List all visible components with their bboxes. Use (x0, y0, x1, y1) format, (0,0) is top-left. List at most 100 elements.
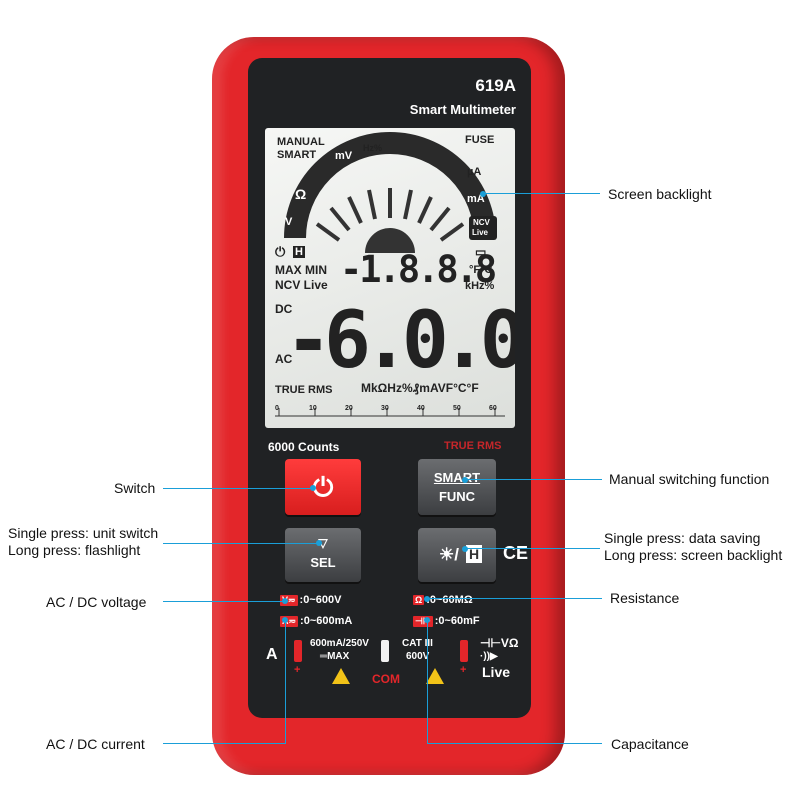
callout-long-press-flash: Long press: flashlight (8, 542, 141, 558)
auto-off-icon: ⏻ (275, 244, 286, 259)
lcd-hold: H (293, 246, 305, 258)
bargraph-hub (365, 228, 415, 253)
callout-long-press-backlight: Long press: screen backlight (604, 547, 783, 563)
com-jack[interactable] (381, 640, 389, 662)
line-manual (465, 479, 602, 480)
line-sel (163, 543, 318, 544)
bargraph-rays (315, 188, 465, 242)
callout-resistance: Resistance (610, 590, 680, 606)
lcd-true-rms: TRUE RMS (275, 384, 333, 396)
scale-tick-0: 0 (275, 405, 279, 412)
lcd-mv: mV (335, 150, 353, 162)
callout-manual-switching: Manual switching function (609, 471, 770, 487)
v-ohm-jack[interactable] (460, 640, 468, 662)
capacitance-tag: ⊣⊢ (413, 616, 433, 627)
func-label-3: Live (482, 664, 511, 680)
spec-capacitance: ⊣⊢:0~60mF (413, 615, 480, 627)
scale-tick-10: 10 (309, 405, 317, 412)
v-jack-plus: + (460, 664, 467, 676)
callout-acdc-current: AC / DC current (46, 736, 145, 752)
current-rating-2: ═MAX (320, 651, 350, 662)
voltage-tag: V≂ (280, 595, 298, 606)
ncv-badge: NCV Live (469, 216, 497, 240)
ncv-badge-top: NCV (473, 218, 490, 227)
battery-icon: ▭ (475, 245, 487, 259)
callout-screen-backlight: Screen backlight (608, 186, 712, 202)
dot-switch (310, 485, 316, 491)
dot-resistance (424, 596, 430, 602)
line-capacitance-v (427, 620, 428, 744)
spec-resistance: Ω:0~60MΩ (413, 594, 473, 606)
true-rms-label: TRUE RMS (444, 440, 502, 452)
dot-backlight-hold (462, 546, 468, 552)
warning-icon-left (332, 668, 350, 684)
callout-capacitance: Capacitance (611, 736, 689, 752)
callout-single-press-unit: Single press: unit switch (8, 525, 159, 541)
func-label-2: ·))▶ (480, 651, 498, 662)
warning-icon-right (426, 668, 444, 684)
model-label: 619A (475, 76, 516, 95)
lcd-v: V (285, 216, 293, 228)
spec-voltage: V≂:0~600V (280, 594, 341, 606)
line-backlight (483, 193, 600, 194)
secondary-reading: -1.8.8.8 (340, 248, 497, 291)
counts-label: 6000 Counts (268, 440, 340, 454)
backlight-hold-button[interactable]: ☀/ H (418, 528, 496, 582)
callout-single-press-save: Single press: data saving (604, 530, 761, 546)
line-capacitance-h (427, 743, 602, 744)
lcd-ncv-live: NCV Live (275, 278, 328, 292)
line-resistance (427, 598, 602, 599)
range-arc (284, 132, 496, 239)
lcd-temp-unit: °F°C (469, 264, 493, 276)
func-label-1: ⊣⊢VΩ (480, 636, 519, 650)
a-jack-plus: + (294, 664, 301, 676)
backlight-icon: ☀/ (439, 545, 459, 564)
lcd-ac: AC (275, 352, 293, 366)
analog-scale-ticks (278, 408, 496, 416)
dot-manual (462, 477, 468, 483)
product-subtitle: Smart Multimeter (409, 102, 516, 117)
callout-switch: Switch (114, 480, 156, 496)
lcd-max-min: MAX MIN (275, 263, 327, 277)
scale-tick-30: 30 (381, 405, 389, 412)
sel-label: SEL (310, 555, 336, 570)
voltage-range: :0~600V (299, 594, 342, 606)
a-jack-label: A (266, 646, 278, 663)
multimeter-face: 619A Smart Multimeter (248, 58, 531, 718)
cat-voltage: 600V (406, 651, 430, 662)
dot-backlight (480, 191, 486, 197)
lcd-fuse: FUSE (465, 134, 495, 146)
line-current-h (163, 743, 286, 744)
a-jack[interactable] (294, 640, 302, 662)
hold-icon: H (466, 545, 482, 563)
smart-func-button[interactable]: SMART FUNC (418, 459, 496, 515)
power-button[interactable]: ⏻ (285, 459, 361, 515)
lcd-ohm: Ω (295, 186, 307, 202)
sel-button[interactable]: ▽ SEL (285, 528, 361, 582)
lcd-ua: µA (467, 166, 482, 178)
com-label: COM (372, 672, 400, 686)
scale-tick-20: 20 (345, 405, 353, 412)
scale-tick-60: 60 (489, 405, 497, 412)
scale-tick-40: 40 (417, 405, 425, 412)
lcd-hz-pct: Hz% (363, 143, 383, 153)
lcd-graphics (275, 132, 505, 417)
main-reading: -6.0.0.0 (285, 296, 515, 386)
flashlight-icon: ▽ (318, 536, 328, 550)
line-current-v (285, 620, 286, 744)
spec-current: A≂:0~600mA (280, 615, 352, 627)
scale-tick-50: 50 (453, 405, 461, 412)
power-icon: ⏻ (312, 472, 334, 502)
line-backlight-hold (465, 548, 600, 549)
func-label: FUNC (438, 489, 476, 504)
ce-mark: CE (503, 543, 529, 563)
callout-acdc-voltage: AC / DC voltage (46, 594, 147, 610)
ncv-badge-bottom: Live (472, 228, 489, 237)
capacitance-range: :0~60mF (434, 615, 480, 627)
dot-voltage (282, 598, 288, 604)
resistance-range: :0~60MΩ (426, 594, 473, 606)
dot-sel (316, 540, 322, 546)
current-rating-1: 600mA/250V (310, 638, 369, 649)
lcd-dc: DC (275, 302, 293, 316)
lcd-screen: MANUAL SMART mV Hz% FUSE µA mA Ω V NCV L… (265, 128, 515, 428)
